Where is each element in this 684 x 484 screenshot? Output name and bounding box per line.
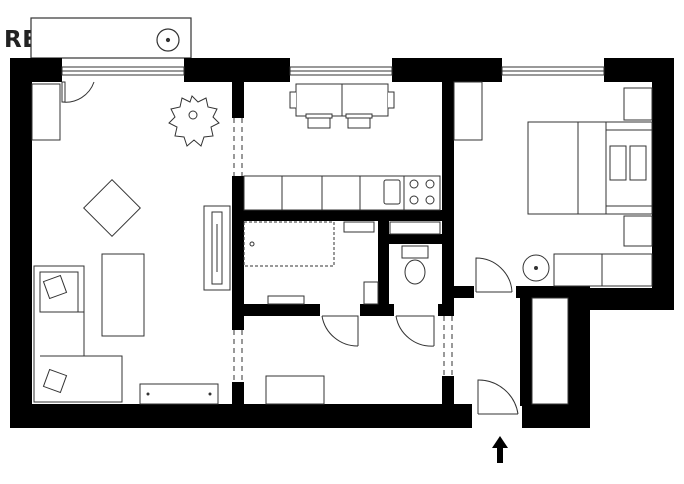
living-room-furniture: [31, 83, 231, 405]
interior-walls: [232, 82, 590, 406]
exterior-walls: [10, 58, 674, 428]
arrow-up-icon: [492, 436, 508, 463]
windows: [61, 66, 605, 76]
bathroom-fixtures: [243, 221, 441, 305]
bedroom-furniture: [453, 81, 653, 287]
plant-icon: [168, 95, 220, 147]
kitchen-furniture: [243, 83, 441, 211]
doors: [61, 81, 519, 415]
hall-furniture: [265, 297, 569, 405]
balcony-planter: [30, 17, 192, 59]
openings: [233, 118, 453, 382]
